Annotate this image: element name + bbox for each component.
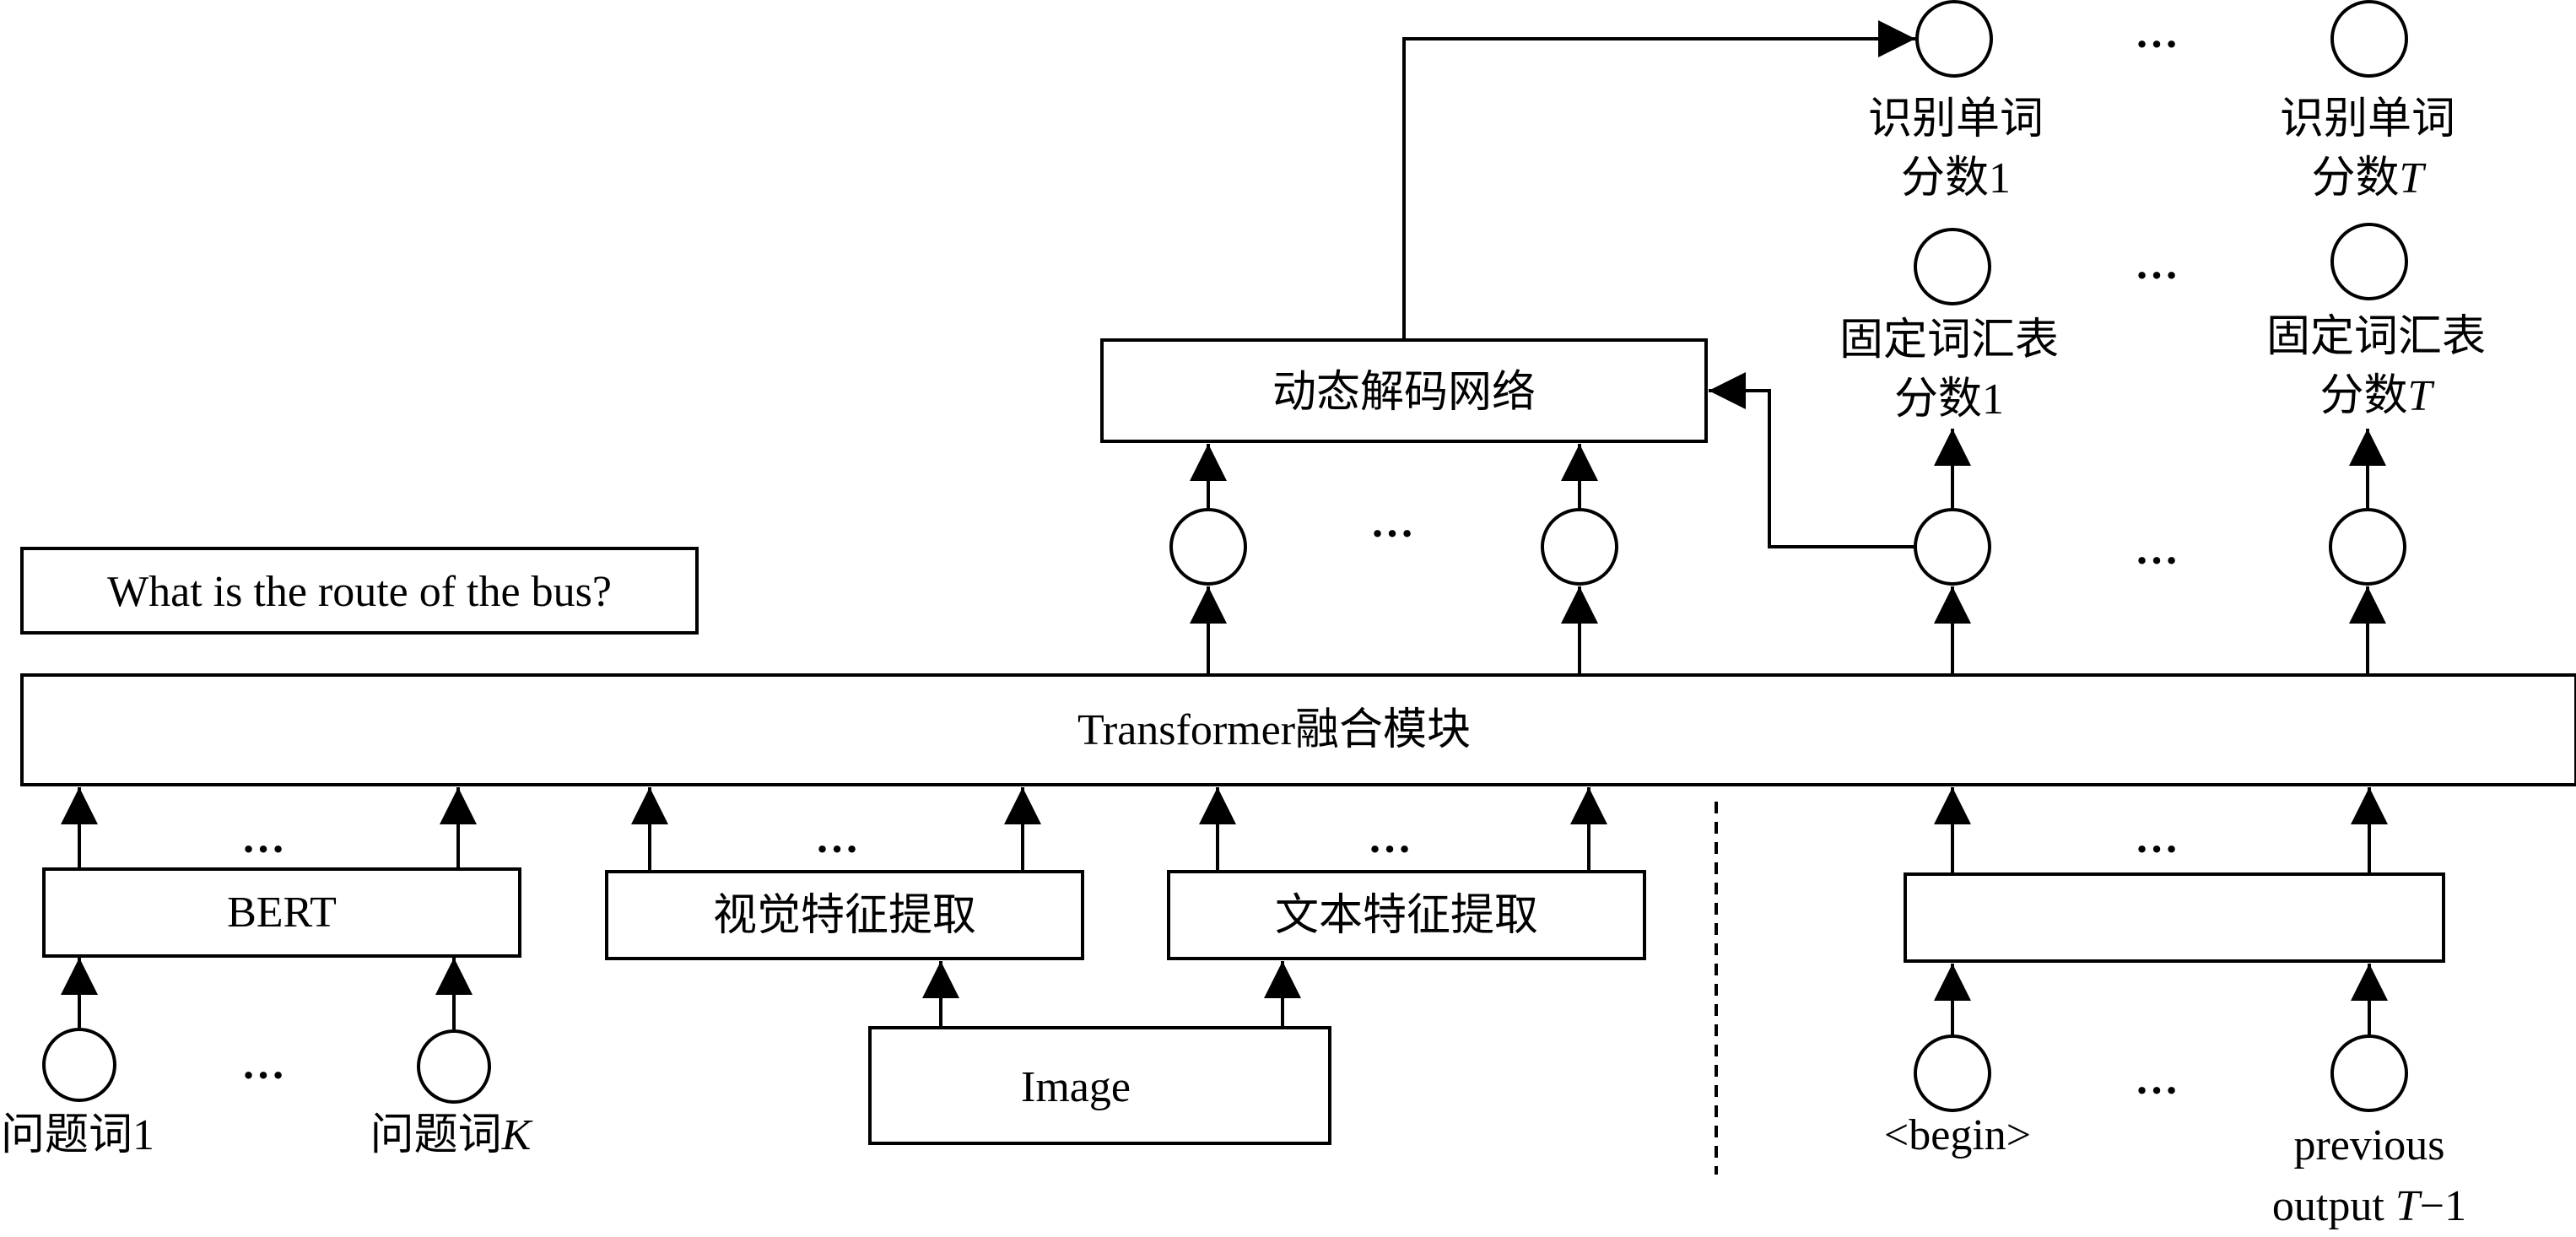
text-feature-label: 文本特征提取	[1275, 892, 1538, 940]
ellipsis-visual-out: …	[815, 814, 859, 862]
ellipsis-fusion-outputs: …	[1370, 499, 1414, 547]
vocab-score-t-label-line2: 分数T	[2320, 372, 2435, 420]
fusion-output-node-1	[1169, 508, 1247, 586]
recog-score-1-label-line1: 识别单词	[1868, 95, 2044, 143]
question-word-k-node	[417, 1029, 491, 1104]
question-word-1-label: 问题词1	[1, 1111, 154, 1159]
recog-score-1-node	[1915, 0, 1993, 78]
ellipsis-decoder-inputs: …	[2135, 1056, 2179, 1104]
vocab-score-1-label-line2: 分数1	[1894, 375, 2004, 424]
fusion-module-label: Transformer融合模块	[1077, 706, 1471, 754]
ellipsis-recog-scores: …	[2135, 9, 2179, 57]
decoder-box	[1100, 338, 1708, 443]
recog-score-t-label-line1: 识别单词	[2280, 95, 2455, 143]
question-text: What is the route of the bus?	[107, 568, 612, 616]
ellipsis-text-out: …	[1368, 814, 1412, 862]
previous-output-node	[2330, 1034, 2408, 1112]
question-box	[20, 547, 699, 635]
recog-score-t-label-line2: 分数T	[2312, 154, 2427, 203]
question-word-k-label: 问题词K	[370, 1111, 533, 1159]
previous-output-label-line2: output T−1	[2272, 1182, 2466, 1230]
decoder-label: 动态解码网络	[1272, 369, 1536, 417]
decoder-step-1-node	[1914, 508, 1991, 586]
visual-feature-label: 视觉特征提取	[713, 892, 976, 940]
vocab-score-1-node	[1914, 228, 1991, 305]
image-label: Image	[1021, 1063, 1131, 1111]
ellipsis-vocab-scores: …	[2135, 240, 2179, 289]
recog-score-1-label-line2: 分数1	[1901, 154, 2011, 203]
image-box	[868, 1026, 1331, 1145]
bert-box	[42, 867, 521, 958]
begin-node	[1914, 1034, 1991, 1112]
visual-feature-box	[605, 870, 1084, 960]
vocab-score-t-node	[2330, 223, 2408, 300]
arrows	[61, 20, 2388, 1036]
recog-score-t-node	[2330, 0, 2408, 78]
fusion-module-box	[20, 673, 2576, 786]
ellipsis-decoder-steps: …	[2135, 526, 2179, 574]
previous-output-label-line1: previous	[2293, 1121, 2444, 1169]
ellipsis-prev-out: …	[2135, 814, 2179, 862]
vocab-score-t-label-line1: 固定词汇表	[2266, 313, 2486, 361]
begin-label: <begin>	[1884, 1111, 2031, 1159]
question-word-1-node	[42, 1028, 116, 1102]
vocab-score-1-label-line1: 固定词汇表	[1839, 316, 2059, 365]
ellipsis-bert-out: …	[241, 814, 285, 862]
decoder-step-t-node	[2329, 508, 2406, 586]
ellipsis-question-words: …	[241, 1040, 285, 1088]
prev-output-encoder-box	[1904, 872, 2445, 963]
bert-label: BERT	[227, 889, 337, 937]
fusion-output-node-n	[1541, 508, 1618, 586]
text-feature-box	[1167, 870, 1646, 960]
